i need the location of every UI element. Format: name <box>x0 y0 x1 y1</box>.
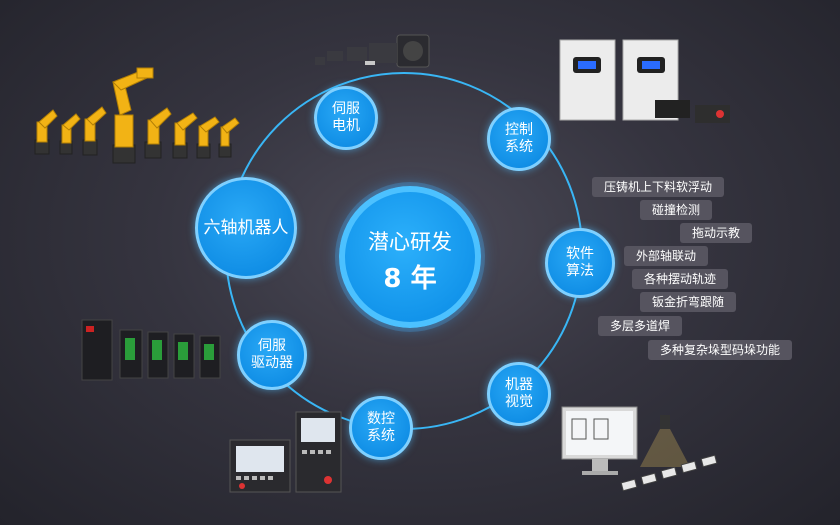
machine-vision-image <box>561 406 718 492</box>
node-servo-driver-line1: 伺服 <box>258 338 286 354</box>
node-servo-driver-line2: 驱动器 <box>251 355 293 371</box>
node-machine-vision-line1: 机器 <box>505 377 533 393</box>
node-servo-motor-line1: 伺服 <box>332 101 360 117</box>
node-servo-driver: 伺服驱动器 <box>237 320 307 390</box>
node-six-axis-robot-label: 六轴机器人 <box>203 217 289 238</box>
center-title: 潜心研发 <box>368 230 452 254</box>
node-servo-motor: 伺服电机 <box>314 86 378 150</box>
cnc-panel-image <box>229 411 342 493</box>
node-software-algorithm-line1: 软件 <box>566 246 594 262</box>
servo-motor-image <box>315 34 430 68</box>
feature-tag: 拖动示教 <box>680 223 753 243</box>
center-circle: 潜心研发 8 年 <box>339 186 481 328</box>
node-cnc-system: 数控系统 <box>349 396 413 460</box>
node-cnc-system-line1: 数控 <box>367 411 395 427</box>
node-control-system: 控制系统 <box>487 107 551 171</box>
control-cabinet-image <box>559 39 730 123</box>
feature-tag: 各种摆动轨迹 <box>632 269 729 289</box>
node-control-system-line2: 系统 <box>505 139 533 155</box>
feature-tag: 压铸机上下料软浮动 <box>592 177 725 197</box>
feature-tag: 钣金折弯跟随 <box>640 292 737 312</box>
node-cnc-system-line2: 系统 <box>367 428 395 444</box>
node-machine-vision-line2: 视觉 <box>505 394 533 410</box>
feature-tag: 外部轴联动 <box>624 246 709 266</box>
feature-tag: 多种复杂垛型码垛功能 <box>648 340 793 360</box>
node-six-axis-robot: 六轴机器人 <box>195 177 297 279</box>
node-control-system-line1: 控制 <box>505 122 533 138</box>
node-software-algorithm: 软件算法 <box>545 228 615 298</box>
center-years: 8 年 <box>383 264 437 294</box>
robot-arms-image <box>34 67 240 164</box>
node-software-algorithm-line2: 算法 <box>566 263 594 279</box>
servo-driver-image <box>81 319 221 381</box>
feature-tag: 碰撞检测 <box>640 200 713 220</box>
node-servo-motor-line2: 电机 <box>332 118 360 134</box>
node-machine-vision: 机器视觉 <box>487 362 551 426</box>
feature-tag: 多层多道焊 <box>598 316 683 336</box>
